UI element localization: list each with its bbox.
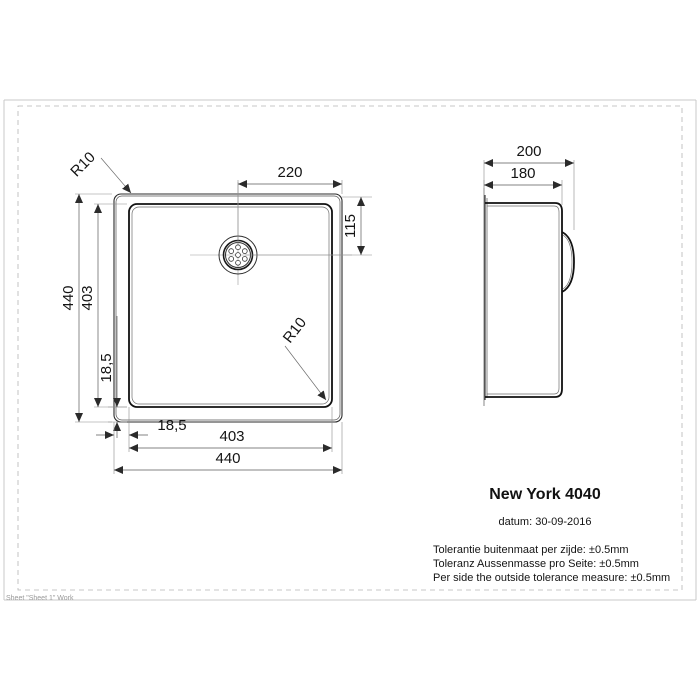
dimension-drain-from-top: 115 (245, 196, 372, 256)
radius-callout-top-left: R10 (67, 149, 132, 194)
drain-assembly (190, 182, 352, 285)
dimension-width-outer: 440 (113, 422, 343, 474)
dimension-offset-bottom-label: 18,5 (98, 353, 115, 382)
tolerance-line-nl: Tolerantie buitenmaat per zijde: ±0.5mm (433, 544, 629, 556)
dimension-width-403-label: 403 (219, 428, 244, 445)
dimension-height-inner: 403 (79, 203, 127, 408)
radius-top-left-label: R10 (67, 149, 98, 180)
dimension-offset-bottom: 18,5 (98, 316, 127, 438)
dimension-width-440-label: 440 (215, 450, 240, 467)
dimension-height-440-label: 440 (60, 285, 77, 310)
dimension-drain-from-left: 220 (237, 164, 343, 246)
dimension-width-inner: 403 (128, 407, 333, 452)
radius-callout-bottom-right: R10 (280, 314, 327, 401)
top-view-sink-body (113, 193, 343, 423)
drawing-date: datum: 30-09-2016 (499, 516, 592, 528)
radius-bottom-right-label: R10 (280, 314, 310, 346)
dimension-200-label: 200 (516, 143, 541, 160)
page-frame (3, 99, 697, 601)
tolerance-line-de: Toleranz Aussenmasse pro Seite: ±0.5mm (433, 558, 639, 570)
product-title: New York 4040 (489, 486, 601, 503)
sheet-footer-label: Sheet "Sheet 1" Work (6, 595, 74, 602)
dimension-height-outer: 440 (60, 193, 112, 423)
dimension-offset-left: 18,5 (96, 407, 187, 442)
dimension-depth-inner: 180 (483, 165, 563, 205)
side-view-sink-body (483, 188, 575, 406)
title-block: New York 4040 datum: 30-09-2016 Tolerant… (433, 486, 670, 584)
tolerance-line-en: Per side the outside tolerance measure: … (433, 572, 670, 584)
dimension-220-label: 220 (277, 164, 302, 181)
footer-note: Sheet "Sheet 1" Work (6, 595, 74, 602)
dimension-height-403-label: 403 (79, 285, 96, 310)
dimension-offset-left-label: 18,5 (157, 417, 186, 434)
dimension-115-label: 115 (342, 214, 359, 238)
dimension-depth-outer: 200 (483, 143, 575, 230)
dimension-180-label: 180 (510, 165, 535, 182)
